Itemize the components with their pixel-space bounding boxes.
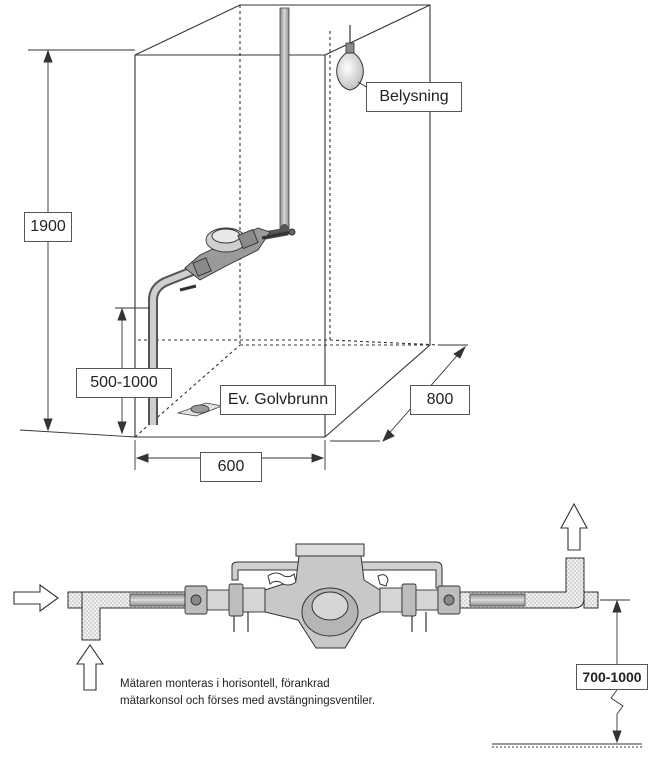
dimension-label-700-1000: 700-1000 bbox=[576, 664, 648, 690]
lighting-label: Belysning bbox=[366, 82, 462, 112]
floor-drain-label: Ev. Golvbrunn bbox=[220, 385, 336, 415]
right-valve-assembly bbox=[379, 583, 461, 632]
caption-line-1: Mätaren monteras i horisontell, förankra… bbox=[120, 678, 330, 690]
cabinet-meter-assembly bbox=[179, 227, 296, 292]
inlet-pipe-segment bbox=[129, 593, 186, 607]
floor-line bbox=[492, 743, 642, 748]
dimension-label-1900: 1900 bbox=[24, 212, 72, 242]
caption: Mätaren monteras i horisontell, förankra… bbox=[120, 676, 375, 710]
outlet-pipe-stub bbox=[583, 591, 599, 609]
outlet-pipe-segment bbox=[469, 593, 526, 607]
supply-arrow-icon bbox=[75, 644, 105, 691]
floor-drain-icon bbox=[176, 402, 224, 417]
cabinet-floor-left-diag bbox=[134, 344, 241, 438]
cabinet-top-right-edge bbox=[324, 4, 431, 56]
dimension-label-600: 600 bbox=[200, 452, 262, 482]
cabinet-back-edges bbox=[138, 30, 331, 341]
riser-pipe bbox=[148, 7, 290, 425]
inlet-arrow-icon bbox=[13, 583, 59, 613]
dimension-label-800: 800 bbox=[410, 385, 470, 415]
inlet-pipe-stub bbox=[67, 591, 83, 609]
light-bulb-icon bbox=[336, 25, 364, 91]
outlet-arrow-icon bbox=[560, 502, 588, 551]
water-meter bbox=[264, 543, 381, 649]
left-valve-assembly bbox=[184, 583, 266, 632]
caption-line-2: mätarkonsol och förses med avstängningsv… bbox=[120, 695, 376, 707]
dimension-label-500-1000: 500-1000 bbox=[76, 368, 172, 398]
console-anchors bbox=[267, 572, 389, 587]
cabinet-floor-diag bbox=[329, 339, 441, 346]
